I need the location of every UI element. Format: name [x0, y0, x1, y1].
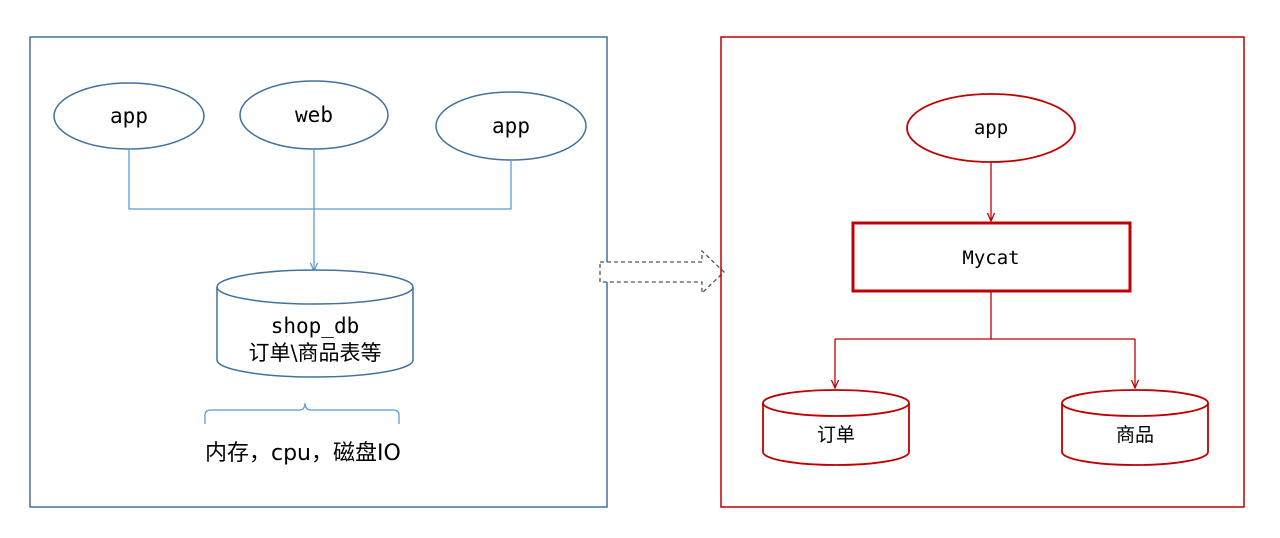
shop-db-body: [216, 287, 414, 378]
shard-1-body: [762, 403, 910, 466]
resource-label: 内存，cpu，磁盘IO: [205, 441, 401, 466]
shop-db-name: shop_db: [271, 314, 360, 338]
right-client-label: app: [974, 117, 1008, 139]
mycat-label: Mycat: [962, 247, 1019, 269]
shard-1-cylinder: 订单: [762, 389, 910, 466]
left-client-3-label: app: [492, 114, 530, 138]
left-connector-1: [128, 149, 512, 210]
shard-1-top: [762, 389, 910, 417]
left-client-1: app: [53, 82, 205, 150]
right-panel-frame: [720, 36, 1245, 508]
left-client-2: web: [239, 80, 389, 150]
mycat-box: Mycat: [851, 221, 1132, 293]
left-connectors: [128, 149, 512, 271]
mycat-branch: [835, 291, 992, 340]
shard-2-label: 商品: [1116, 424, 1154, 446]
shard-2-top: [1061, 389, 1209, 417]
shop-db-top: [216, 269, 414, 305]
shard-2-body: [1061, 403, 1209, 466]
right-connectors: [835, 291, 1135, 388]
left-client-2-label: web: [295, 103, 333, 127]
right-panel: app Mycat 订单 商品: [720, 36, 1245, 508]
resource-brace: [204, 402, 400, 424]
right-client: app: [906, 93, 1076, 163]
left-client-3: app: [435, 91, 587, 161]
shop-db-cylinder: shop_db 订单\商品表等: [216, 269, 414, 378]
left-panel: app web app shop_db 订单\商品表等 内存，cpu，磁盘IO: [29, 36, 608, 508]
shard-2-cylinder: 商品: [1061, 389, 1209, 466]
shard-1-label: 订单: [817, 424, 855, 446]
migration-arrow-icon: [599, 249, 725, 295]
shop-db-tables: 订单\商品表等: [248, 341, 381, 365]
left-client-1-label: app: [110, 104, 148, 128]
